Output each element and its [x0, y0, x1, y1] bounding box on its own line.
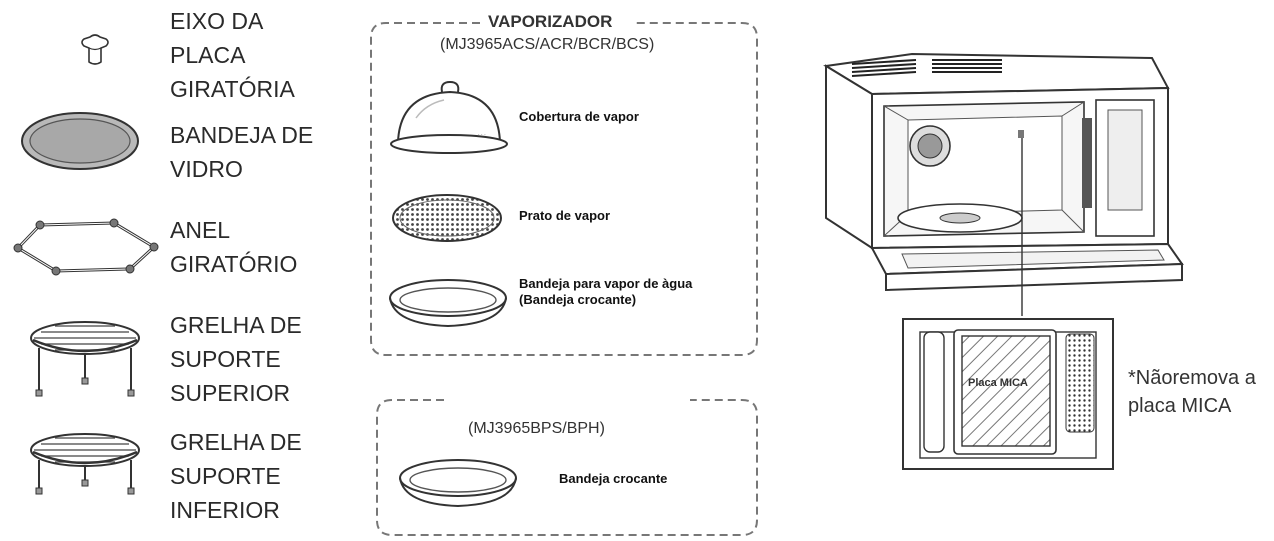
crisp-tray-icon: [399, 459, 517, 508]
water-tray-icon: [389, 279, 507, 328]
turntable-shaft-icon: [81, 34, 109, 65]
mica-plate-label: Placa MICA: [968, 377, 1028, 389]
roller-ring-icon: [13, 218, 159, 276]
mica-plate-zoom: [902, 318, 1114, 470]
svg-text:· · ·: · · ·: [478, 132, 486, 138]
microwave-oven-illustration: [823, 52, 1184, 316]
steam-cover-label: Cobertura de vapor: [519, 109, 639, 124]
steam-plate-icon: [392, 194, 502, 242]
label-glass-tray: BANDEJA DE VIDRO: [170, 122, 314, 182]
steam-plate-label: Prato de vapor: [519, 208, 611, 223]
steamer-models: (MJ3965ACS/ACR/BCR/BCS): [440, 36, 655, 53]
crisp-models: (MJ3965BPS/BPH): [468, 420, 605, 437]
glass-tray-icon: [21, 112, 139, 170]
label-high-rack: GRELHA DE SUPORTE SUPERIOR: [170, 312, 302, 406]
high-rack-icon: [30, 321, 140, 397]
label-turntable-shaft: EIXO DA PLACA GIRATÓRIA: [170, 8, 295, 102]
mica-warning-note: *Nãoremova a placa MICA: [1128, 367, 1256, 417]
low-rack-icon: [30, 433, 140, 495]
label-roller-ring: ANEL GIRATÓRIO: [170, 217, 298, 277]
steam-cover-icon: · · ·: [390, 80, 508, 154]
crisp-tray-label: Bandeja crocante: [559, 471, 668, 486]
steamer-box-border: [370, 22, 758, 356]
water-tray-label: Bandeja para vapor de àgua (Bandeja croc…: [519, 276, 693, 307]
crisp-box-border: [376, 399, 758, 536]
label-low-rack: GRELHA DE SUPORTE INFERIOR: [170, 429, 302, 523]
steamer-title: VAPORIZADOR: [488, 12, 613, 31]
